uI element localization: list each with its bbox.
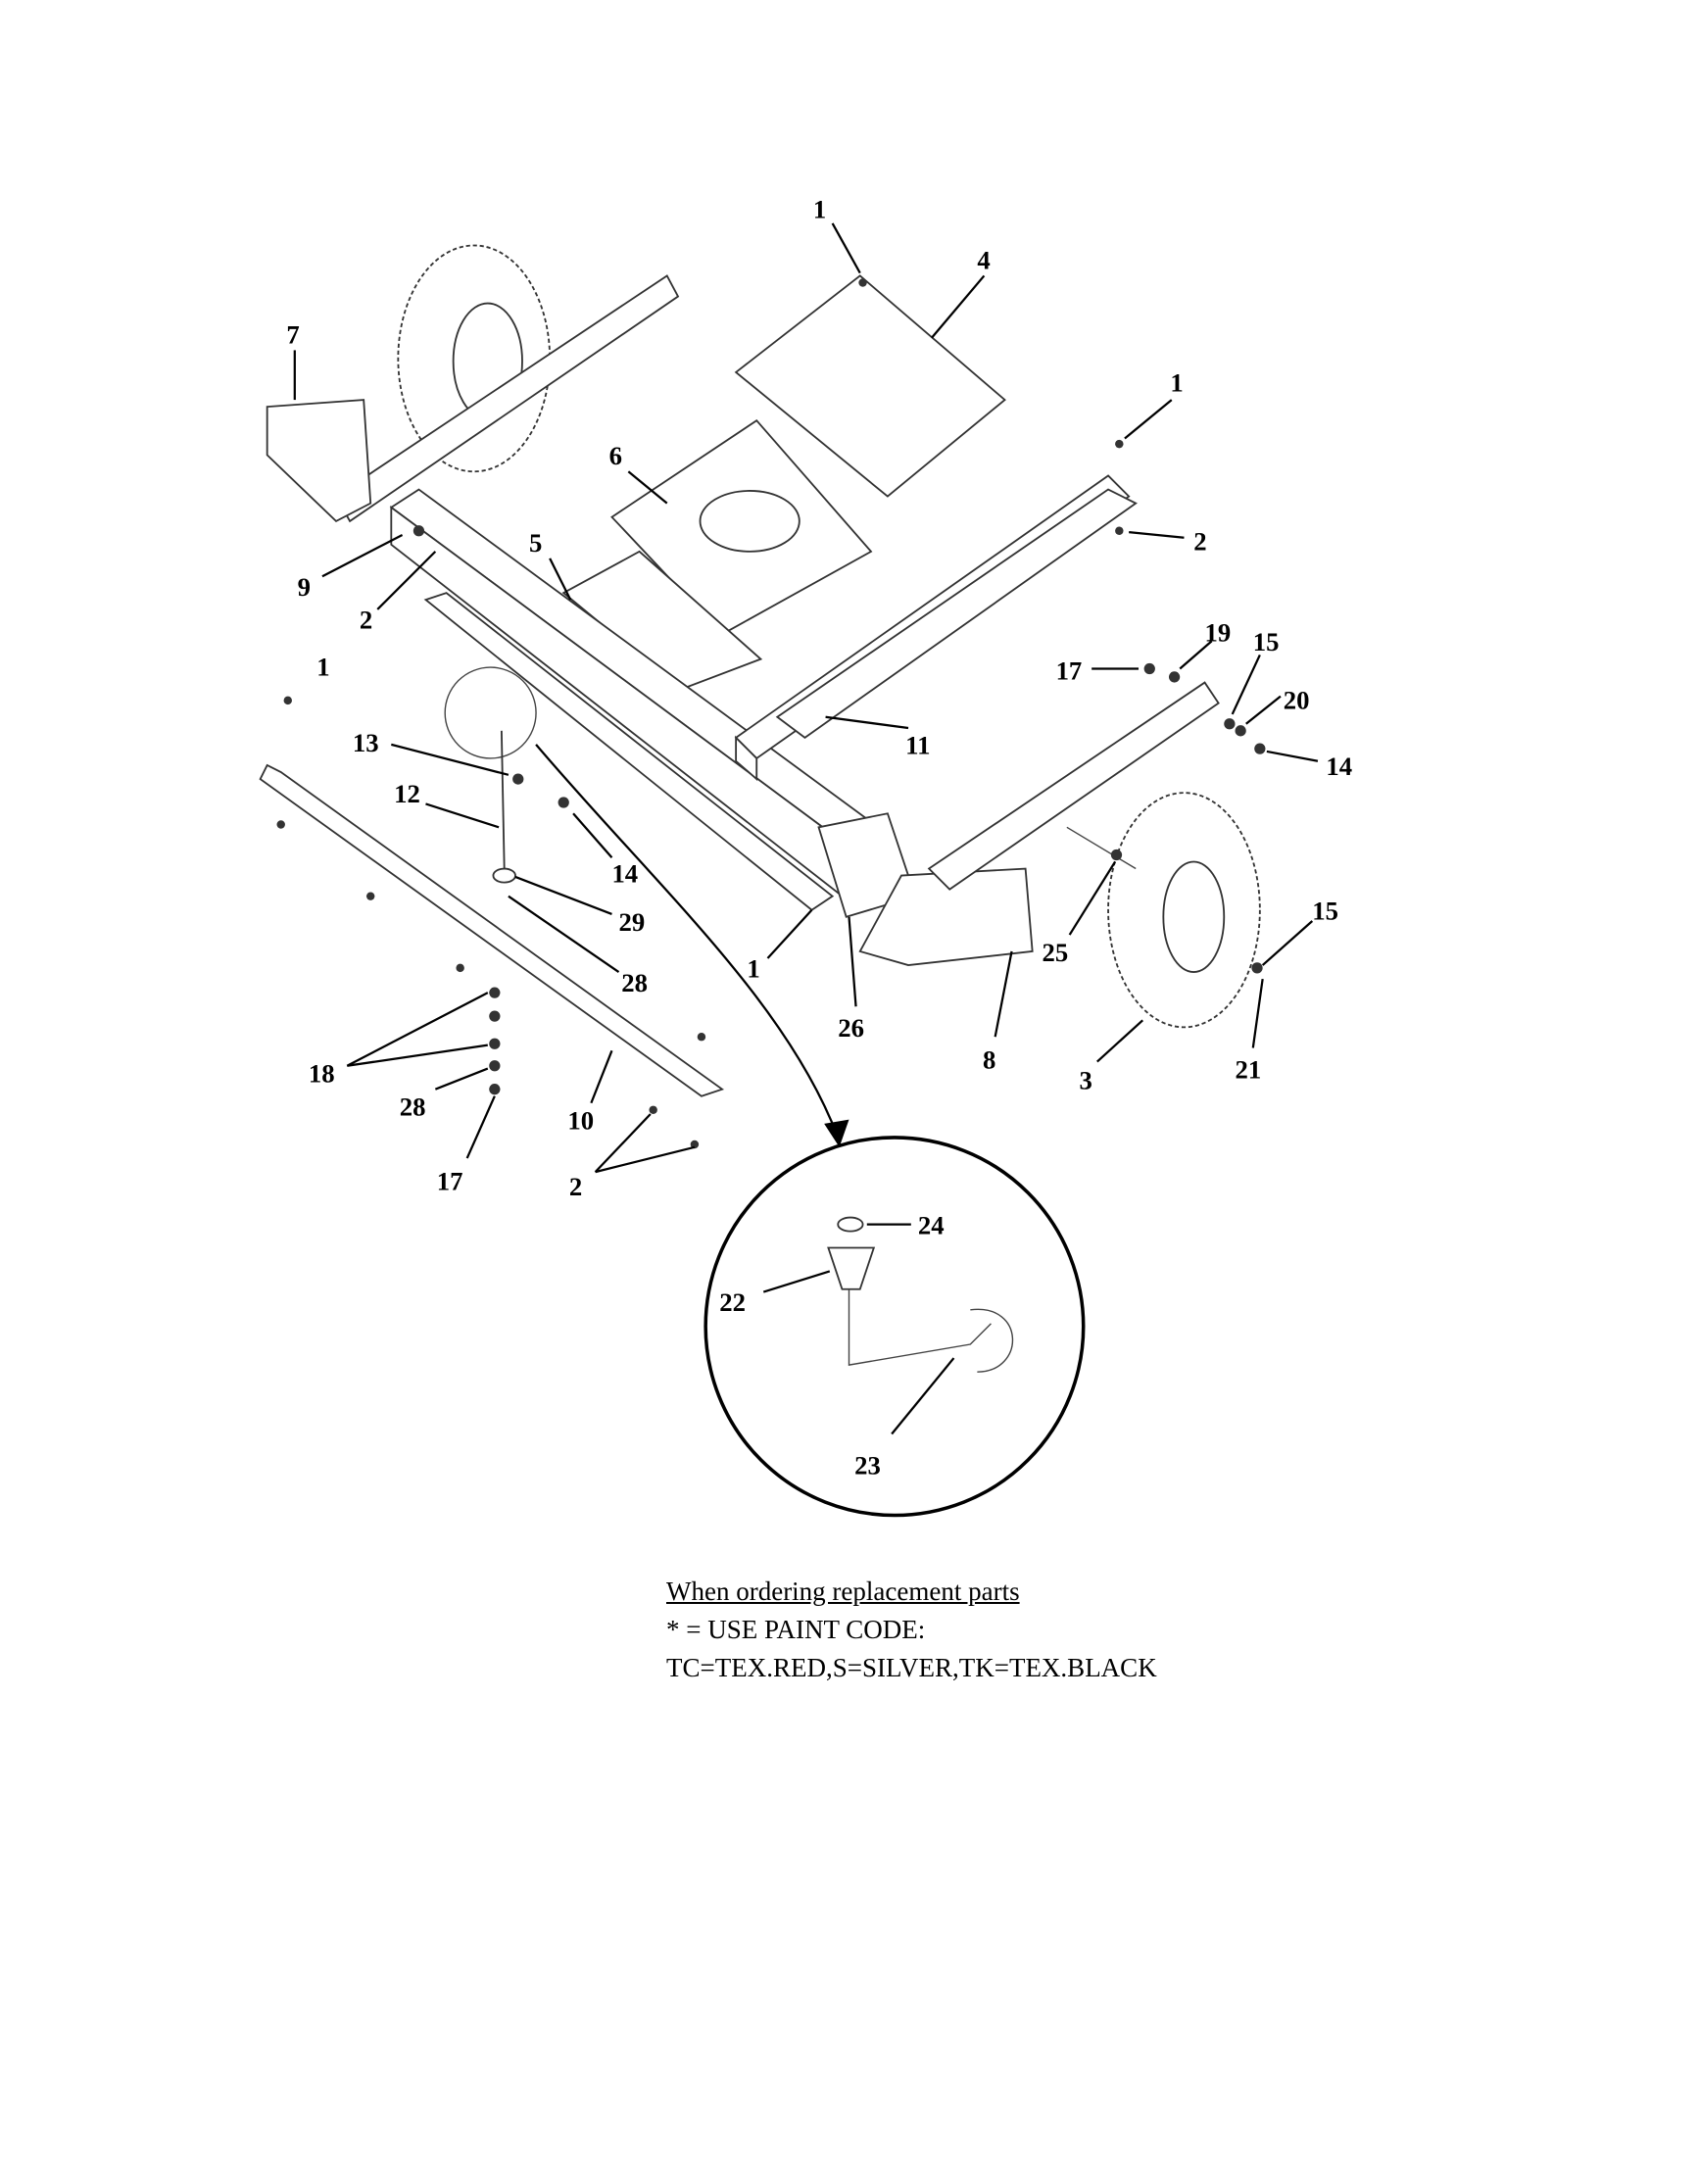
callout-label: 22 bbox=[719, 1287, 746, 1317]
cover-plate bbox=[734, 274, 1006, 498]
callout-label: 7 bbox=[286, 319, 299, 349]
notes-heading: When ordering replacement parts bbox=[666, 1577, 1020, 1606]
callout-label: 8 bbox=[983, 1045, 995, 1075]
callout-label: 28 bbox=[621, 968, 648, 997]
callout-label: 25 bbox=[1043, 938, 1069, 967]
callout-label: 2 bbox=[1193, 526, 1206, 556]
callout-label: 21 bbox=[1236, 1054, 1262, 1084]
callout-label: 20 bbox=[1284, 685, 1310, 714]
callout-label: 19 bbox=[1205, 617, 1232, 647]
callout-label: 9 bbox=[298, 572, 311, 602]
callout-label: 15 bbox=[1312, 897, 1338, 926]
callout-label: 1 bbox=[316, 653, 329, 682]
callout-label: 6 bbox=[609, 441, 622, 470]
callout-label: 23 bbox=[854, 1450, 881, 1480]
callout-label: 2 bbox=[569, 1172, 582, 1201]
callout-label: 26 bbox=[838, 1013, 864, 1043]
notes-paint-legend: TC=TEX.RED,S=SILVER,TK=TEX.BLACK bbox=[666, 1653, 1157, 1682]
callout-label: 17 bbox=[1056, 656, 1083, 686]
callout-label: 2 bbox=[360, 606, 372, 635]
pin-assembly bbox=[444, 666, 849, 1147]
callout-label: 15 bbox=[1253, 627, 1280, 656]
wheel-rear-left bbox=[397, 244, 552, 473]
callout-label: 1 bbox=[813, 194, 826, 223]
callout-label: 5 bbox=[529, 528, 542, 558]
hardware bbox=[276, 278, 1266, 1149]
callout-label: 12 bbox=[394, 779, 420, 808]
main-frame bbox=[389, 474, 1220, 966]
notes-paint-code: * = USE PAINT CODE: bbox=[666, 1615, 926, 1644]
detail-view bbox=[703, 1136, 1086, 1518]
callout-label: 28 bbox=[400, 1092, 426, 1121]
rear-axle-beam bbox=[266, 274, 680, 523]
callout-label: 14 bbox=[1326, 752, 1352, 781]
callout-label: 4 bbox=[977, 245, 990, 274]
leader-lines bbox=[293, 222, 1319, 1435]
callout-label: 1 bbox=[747, 954, 759, 984]
lower-beam bbox=[259, 763, 725, 1097]
callout-label: 29 bbox=[618, 907, 645, 937]
callout-label: 11 bbox=[905, 731, 930, 760]
callout-label: 24 bbox=[918, 1210, 945, 1239]
callout-label: 17 bbox=[437, 1166, 463, 1195]
wheel-front-right bbox=[1066, 792, 1261, 1029]
callout-label: 18 bbox=[309, 1059, 335, 1089]
callout-label: 13 bbox=[353, 728, 379, 757]
callout-label: 14 bbox=[611, 859, 638, 889]
ordering-notes: When ordering replacement parts * = USE … bbox=[666, 1573, 1157, 1687]
callout-label: 10 bbox=[567, 1105, 594, 1135]
callout-label: 1 bbox=[1170, 368, 1183, 398]
callout-label: 3 bbox=[1080, 1066, 1092, 1095]
